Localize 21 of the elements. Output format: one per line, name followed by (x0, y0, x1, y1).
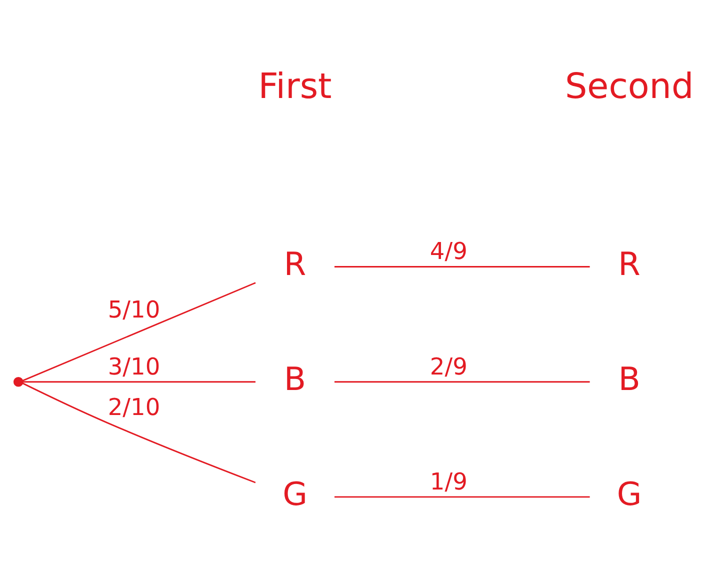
node-text: B (284, 360, 306, 398)
connector (334, 380, 590, 382)
connector (22, 282, 256, 381)
edge-label: 2/9 (430, 352, 468, 380)
edge-label: 4/9 (430, 238, 468, 265)
connector (334, 496, 590, 498)
connector (22, 380, 256, 382)
edge-label: 1/9 (430, 468, 468, 495)
edge-label: 2/10 (108, 394, 160, 421)
connector (22, 382, 256, 483)
node-text: B (618, 360, 640, 398)
node-text: R (284, 244, 306, 282)
node-text: G (282, 474, 308, 513)
edge-label: 3/10 (108, 352, 160, 380)
label: Second (565, 66, 694, 107)
node-text: G (616, 474, 642, 513)
connector (334, 266, 590, 267)
label: First (258, 66, 332, 107)
node-text: R (618, 244, 640, 282)
edge-label: 5/10 (108, 296, 160, 323)
node-point (13, 376, 24, 386)
